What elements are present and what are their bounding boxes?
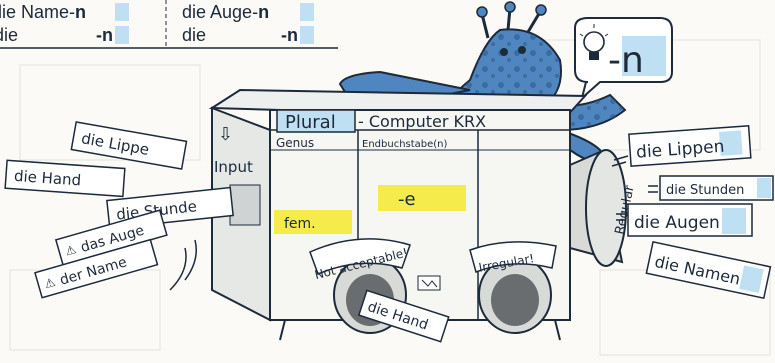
svg-text:die Augen: die Augen bbox=[634, 213, 720, 233]
table-row1-left: die Name- bbox=[0, 2, 75, 22]
computer-title-rest: - Computer KRX bbox=[358, 112, 486, 131]
genus-label: Genus bbox=[276, 136, 314, 150]
table-row2-left-ending: -n bbox=[96, 25, 113, 45]
speech-bubble: -n bbox=[575, 18, 672, 98]
output-card-2: die Stunden bbox=[660, 176, 773, 200]
svg-text:die Name-n: die Name-n bbox=[0, 2, 86, 22]
svg-text:die Stunden: die Stunden bbox=[666, 183, 744, 198]
svg-text:die Auge-n: die Auge-n bbox=[182, 2, 269, 22]
genus-value: fem. bbox=[284, 216, 316, 232]
input-label: Input bbox=[214, 158, 253, 176]
input-arrow-icon: ⇩ bbox=[218, 124, 233, 145]
output-card-1: die Lippen bbox=[629, 126, 751, 166]
output-card-3: die Augen bbox=[628, 204, 752, 236]
table-row1-left-ending: n bbox=[75, 2, 86, 22]
ending-label: Endbuchstabe(n) bbox=[362, 139, 448, 150]
table-row2-right: die bbox=[182, 25, 206, 45]
table-row2-right-ending: -n bbox=[281, 25, 298, 45]
input-card-2: die Hand bbox=[5, 160, 125, 196]
speech-bubble-text: -n bbox=[608, 40, 644, 81]
ending-table: die Name-n die Auge-n die -n die -n bbox=[0, 0, 338, 48]
table-row2-left: die bbox=[0, 25, 18, 45]
computer-title-boxed: Plural bbox=[285, 112, 336, 133]
table-row1-right: die Auge- bbox=[182, 2, 258, 22]
input-card-1: die Lippe bbox=[71, 122, 186, 169]
table-row1-right-ending: n bbox=[258, 2, 269, 22]
ending-value: -e bbox=[398, 189, 416, 210]
output-card-4: die Namen bbox=[646, 242, 770, 298]
